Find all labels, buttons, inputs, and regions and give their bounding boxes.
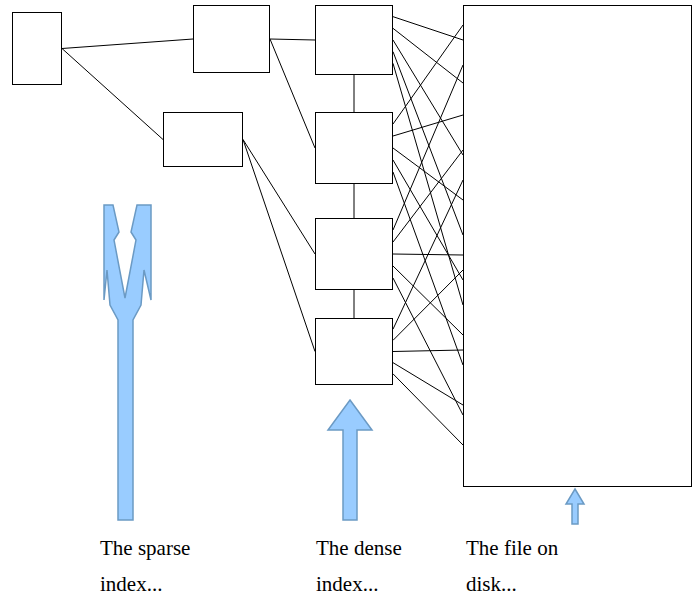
caption-label: The file on disk... [466, 530, 578, 602]
index-link [270, 39, 315, 148]
index-link [393, 52, 463, 235]
index-link [270, 39, 315, 40]
index-link [393, 150, 463, 242]
index-link [62, 49, 163, 140]
caption-label: The sparse index... [100, 530, 212, 602]
file-pointer [566, 489, 584, 524]
index-link [393, 148, 463, 200]
dense-index-box [315, 112, 393, 184]
sparse-index-box [193, 5, 270, 73]
index-link [62, 39, 193, 49]
index-link [393, 180, 463, 329]
index-link [393, 65, 463, 230]
file-box [463, 5, 692, 487]
dense-index-box [315, 318, 393, 385]
index-link [393, 266, 463, 335]
dense-index-box [315, 5, 393, 75]
index-link [393, 278, 463, 415]
index-link [354, 184, 355, 218]
caption-label: The dense index... [316, 530, 428, 602]
index-link [393, 40, 463, 155]
index-link [393, 270, 463, 340]
index-link [393, 350, 463, 352]
dense-index-box [315, 218, 393, 290]
index-link [354, 75, 355, 112]
index-link [243, 140, 315, 352]
index-link [393, 25, 463, 124]
index-link [354, 290, 355, 318]
sparse-pointer [104, 205, 151, 520]
index-link [393, 115, 463, 136]
index-link [243, 140, 315, 255]
sparse-index-box [163, 112, 243, 167]
index-link [393, 172, 463, 365]
index-link [393, 374, 463, 445]
sparse-root-box [12, 12, 62, 85]
dense-pointer [328, 400, 372, 520]
index-link [393, 160, 463, 280]
